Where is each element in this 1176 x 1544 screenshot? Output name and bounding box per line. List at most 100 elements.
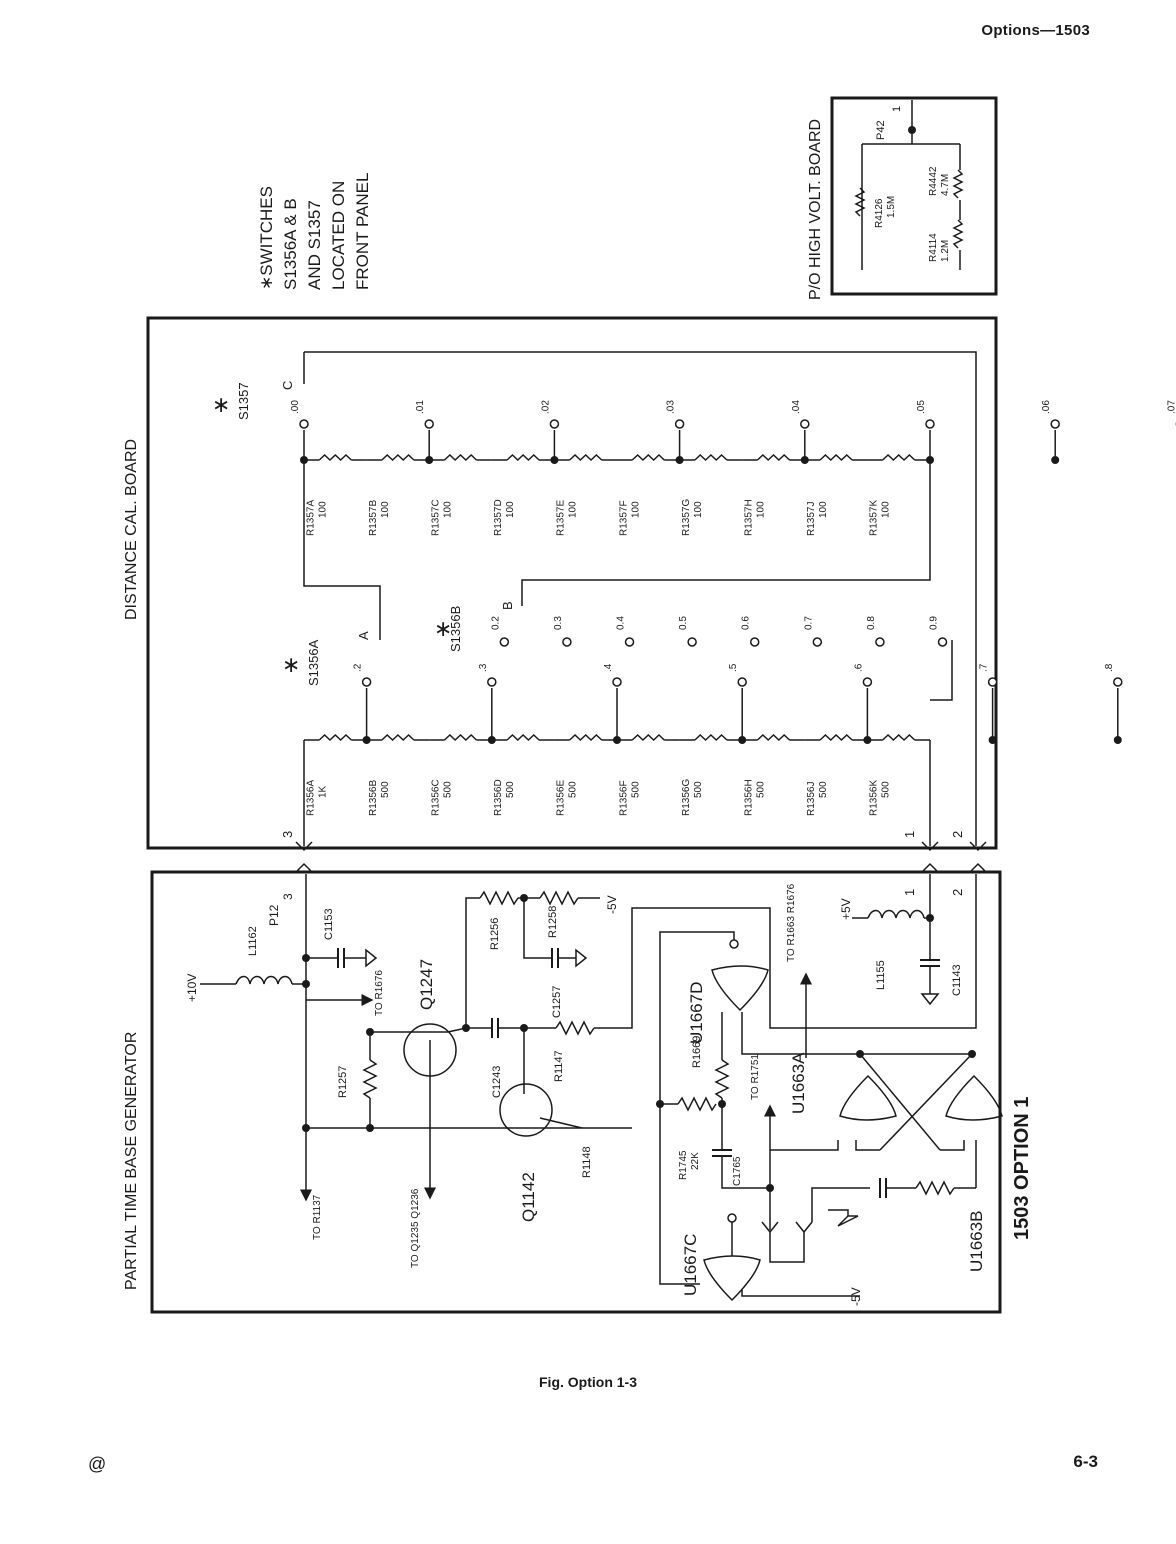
s1356a-resistor-name: R1356J (806, 782, 817, 816)
svg-text:2: 2 (950, 889, 965, 896)
s1356a-switch-position: .4 (603, 663, 614, 672)
svg-text:B: B (500, 601, 515, 610)
s1356a-resistor-value: 500 (693, 781, 704, 798)
s1356a-resistor-name: R1356B (368, 780, 379, 816)
svg-text:R4442: R4442 (928, 166, 939, 196)
s1357-switch-position: .02 (540, 400, 551, 414)
hv-board-frame (830, 96, 998, 296)
s1356a-switch-position: .2 (353, 663, 364, 672)
svg-text:FRONT PANEL: FRONT PANEL (353, 173, 372, 290)
s1356b-switch-contact (562, 637, 572, 647)
s1356a-switch-contact (1113, 677, 1123, 687)
svg-text:AND S1357: AND S1357 (305, 200, 324, 290)
s1357-switch-position: .00 (290, 400, 301, 414)
figure-caption: Fig. Option 1-3 (539, 1374, 637, 1390)
s1357-switch-contact (925, 419, 935, 429)
svg-text:1: 1 (902, 889, 917, 896)
s1356b-switch-contact (937, 637, 948, 647)
svg-text:+5V: +5V (839, 898, 853, 920)
tb-board-frame (150, 870, 1002, 1314)
s1356b-switch-position: 0.7 (803, 616, 814, 630)
s1356b-switch-contact (687, 637, 697, 647)
s1357-resistor-value: 100 (630, 501, 641, 518)
s1356a-switch-contact (487, 677, 497, 687)
high-volt-board: P/O HIGH VOLT. BOARD P42 1 R4126 1.5M R4… (807, 96, 998, 300)
svg-text:∗SWITCHES: ∗SWITCHES (257, 186, 276, 290)
s1356b-switch-position: 0.9 (929, 616, 940, 630)
svg-text:R1257: R1257 (337, 1066, 349, 1098)
svg-text:R1256: R1256 (489, 918, 501, 950)
tb-board-title: PARTIAL TIME BASE GENERATOR (123, 1032, 140, 1290)
s1356a-resistor-name: R1356G (681, 779, 692, 816)
s1356a-switch-position: .6 (853, 663, 864, 672)
s1356a-switch-position: .3 (478, 663, 489, 672)
s1357-resistor-value: 100 (693, 501, 704, 518)
s1356a-resistor-value: 500 (380, 781, 391, 798)
s1356a-resistor-name: R1356C (431, 779, 442, 816)
svg-text:∗: ∗ (434, 616, 452, 641)
svg-text:TO R1663 R1676: TO R1663 R1676 (786, 883, 797, 962)
svg-text:R1258: R1258 (547, 906, 559, 938)
s1356a-switch-contact (361, 677, 372, 687)
svg-text:C: C (280, 381, 295, 390)
s1357-switch-position: .06 (1041, 400, 1052, 414)
s1357-resistor-value: 100 (505, 501, 516, 518)
s1356a-resistor-name: R1356D (493, 779, 504, 816)
dist-board-title: DISTANCE CAL. BOARD (123, 439, 140, 620)
s1357-resistor-value: 100 (568, 501, 579, 518)
svg-text:R1148: R1148 (581, 1146, 593, 1178)
switch-note: ∗SWITCHES S1356A & B AND S1357 LOCATED O… (257, 173, 372, 290)
svg-text:U1663B: U1663B (967, 1211, 986, 1272)
svg-text:U1663A: U1663A (789, 1052, 808, 1114)
s1357-resistor-value: 100 (881, 501, 892, 518)
svg-text:-5V: -5V (849, 1287, 863, 1306)
svg-text:TO Q1235 Q1236: TO Q1235 Q1236 (410, 1188, 421, 1268)
svg-text:Q1142: Q1142 (519, 1172, 538, 1222)
s1356b-switch-contact (749, 637, 760, 647)
svg-text:TO R1137: TO R1137 (312, 1194, 323, 1240)
svg-text:C1243: C1243 (491, 1066, 503, 1098)
svg-text:R4126: R4126 (874, 198, 885, 228)
s1356b-switch-contact (624, 637, 635, 647)
svg-text:+10V: +10V (185, 974, 199, 1002)
s1357-resistor-name: R1357A (305, 500, 316, 536)
s1356a-resistor-value: 500 (443, 781, 454, 798)
s1357-switch-contact (424, 419, 434, 429)
s1356b-switch-contact (499, 637, 510, 647)
svg-text:P12: P12 (267, 904, 281, 926)
s1356a-resistor-value: 500 (818, 781, 829, 798)
s1356b-switch-position: 0.4 (616, 616, 627, 630)
page-header: Options—1503 (981, 22, 1090, 39)
svg-text:L1155: L1155 (875, 960, 887, 990)
s1357-resistor-value: 100 (317, 501, 328, 518)
s1356a-switch-position: .7 (979, 663, 990, 672)
svg-text:1: 1 (902, 831, 917, 838)
page-number: 6-3 (1073, 1452, 1098, 1471)
svg-text:R1147: R1147 (553, 1050, 565, 1082)
s1356a-resistor-value: 500 (568, 781, 579, 798)
s1357-resistor-name: R1357H (744, 499, 755, 536)
s1356b-switch-position: 0.6 (741, 616, 752, 630)
s1357-switch-contact (800, 419, 810, 429)
svg-text:S1356A: S1356A (306, 639, 321, 686)
svg-text:C1765: C1765 (732, 1156, 743, 1186)
s1356a-resistor-value: 500 (756, 781, 767, 798)
svg-text:S1357: S1357 (236, 382, 251, 420)
s1356a-switch-position: .5 (728, 663, 739, 672)
s1357-switch-contact (674, 419, 685, 429)
s1356a-switch-contact (862, 677, 873, 687)
svg-text:1.2M: 1.2M (940, 240, 951, 262)
svg-text:R1745: R1745 (678, 1150, 689, 1180)
s1356b-switch-position: 0.2 (490, 616, 501, 630)
svg-text:S1356A & B: S1356A & B (281, 198, 300, 290)
s1357-resistor-value: 100 (443, 501, 454, 518)
svg-text:P42: P42 (875, 120, 887, 140)
s1357-resistor-name: R1357J (806, 502, 817, 536)
s1356b-switch-position: 0.3 (553, 616, 564, 630)
s1356a-resistor-value: 500 (505, 781, 516, 798)
s1356b-switch-contact (875, 637, 885, 647)
svg-text:A: A (356, 631, 371, 640)
s1357-resistor-value: 100 (380, 501, 391, 518)
hv-board-title: P/O HIGH VOLT. BOARD (807, 119, 824, 300)
